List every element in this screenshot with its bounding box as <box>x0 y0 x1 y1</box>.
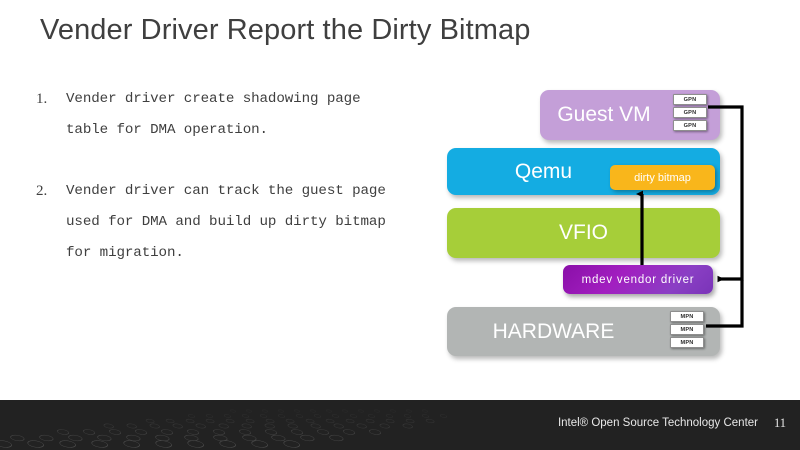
footer-band: Intel® Open Source Technology Center 11 <box>0 400 800 450</box>
list-item: 1. Vender driver create shadowing page t… <box>36 84 436 146</box>
gpn-chip: GPN <box>673 94 707 105</box>
architecture-diagram: Guest VM Qemu VFIO HARDWARE dirty bitmap… <box>430 80 800 370</box>
list-item-line: Vender driver can track the guest page <box>66 183 386 199</box>
list-item-line: for migration. <box>66 245 184 261</box>
gpn-chip: GPN <box>673 107 707 118</box>
list-item-text: Vender driver create shadowing page tabl… <box>66 84 361 146</box>
page-title: Vender Driver Report the Dirty Bitmap <box>40 14 531 46</box>
list-item-line: Vender driver create shadowing page <box>66 91 361 107</box>
list-item-line: table for DMA operation. <box>66 122 268 138</box>
mpn-chip-stack: MPN MPN MPN <box>670 311 704 350</box>
footer-binary-pattern <box>0 409 448 448</box>
list-item-text: Vender driver can track the guest page u… <box>66 176 386 269</box>
list-item-number: 2. <box>36 183 48 199</box>
footer-page-number: 11 <box>773 416 786 430</box>
bullet-list: 1. Vender driver create shadowing page t… <box>36 84 436 299</box>
mpn-chip: MPN <box>670 337 704 348</box>
diagram-block-mdev-vendor-driver: mdev vendor driver <box>563 265 713 294</box>
mpn-chip: MPN <box>670 311 704 322</box>
mpn-chip: MPN <box>670 324 704 335</box>
diagram-block-vfio: VFIO <box>447 208 720 258</box>
diagram-block-dirty-bitmap: dirty bitmap <box>610 165 715 190</box>
footer-text: Intel® Open Source Technology Center <box>557 417 758 429</box>
list-item: 2. Vender driver can track the guest pag… <box>36 176 436 269</box>
gpn-chip-stack: GPN GPN GPN <box>673 94 707 133</box>
gpn-chip: GPN <box>673 120 707 131</box>
list-item-line: used for DMA and build up dirty bitmap <box>66 214 386 230</box>
list-item-number: 1. <box>36 91 48 107</box>
